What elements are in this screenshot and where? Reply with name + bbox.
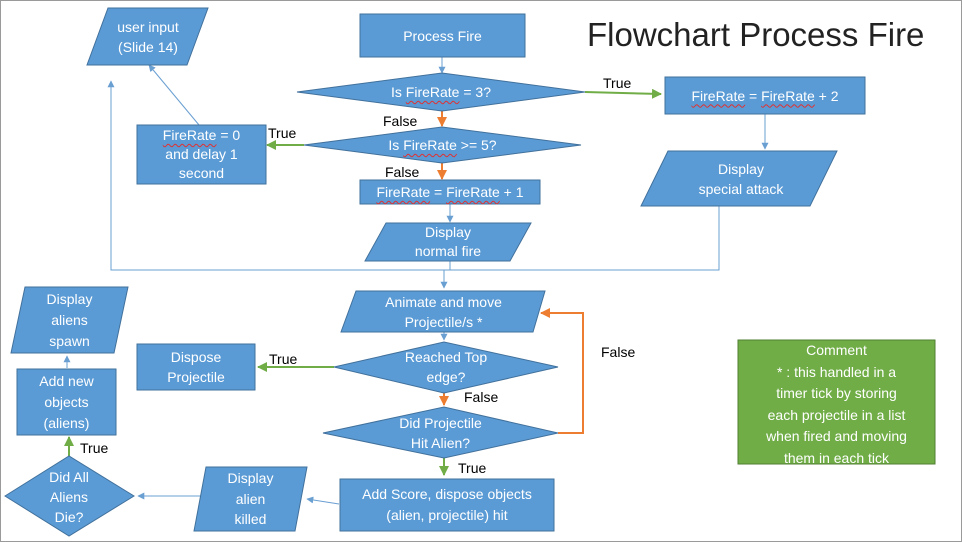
arrow-reset-to-input (148, 64, 200, 126)
check-firerate-5-diamond (303, 126, 582, 164)
arrow-loop-to-input (107, 80, 720, 271)
edge-label-true-firerate5: True (268, 125, 297, 141)
comment-line: when fired and moving (766, 428, 907, 444)
arrow-hit-false-loop (540, 308, 584, 434)
comment-line: * : this handled in a (776, 363, 897, 380)
check-hit-alien-diamond (322, 406, 559, 459)
comment-box (737, 339, 936, 465)
comment-line: each projectile in a list (767, 406, 906, 423)
dispose-projectile-box (136, 343, 256, 391)
edge-label-false-reached: False (464, 389, 499, 405)
edge-label-true-reached: True (269, 351, 298, 367)
firerate-plus-1-box (359, 179, 541, 205)
animate-move-parallelogram (340, 290, 546, 333)
edge-label-false-firerate3: False (383, 113, 418, 129)
shapes (4, 7, 936, 537)
comment-heading: Comment (806, 342, 867, 358)
arrow-check3-true (584, 88, 662, 99)
edge-label-false-hit: False (601, 344, 636, 360)
edge-label-true-aliens: True (80, 440, 109, 456)
comment-text: Comment * : this handled in a timer tick… (738, 340, 935, 466)
display-spawn-parallelogram (10, 286, 129, 354)
diagram-title: Flowchart Process Fire (587, 16, 925, 53)
firerate-plus-2-box (664, 76, 866, 115)
check-reached-top-diamond (333, 341, 559, 394)
process-fire-box (359, 13, 526, 58)
arrow-score-to-killed (306, 496, 340, 505)
comment-line: timer tick by storing (776, 385, 897, 401)
edge-label-true-firerate3: True (603, 75, 632, 91)
firerate-reset-box (136, 124, 267, 185)
add-objects-box (16, 368, 117, 436)
comment-line: them in each tick (783, 449, 890, 466)
user-input-parallelogram (86, 7, 209, 66)
check-firerate-3-diamond (296, 72, 586, 112)
display-killed-parallelogram (193, 466, 308, 532)
check-all-aliens-diamond (4, 455, 135, 537)
display-normal-parallelogram (364, 222, 532, 262)
connectors (63, 57, 769, 505)
add-score-box (339, 478, 555, 532)
edge-label-true-hit: True (458, 460, 487, 476)
display-special-parallelogram (640, 150, 838, 207)
edge-label-false-firerate5: False (385, 164, 420, 180)
